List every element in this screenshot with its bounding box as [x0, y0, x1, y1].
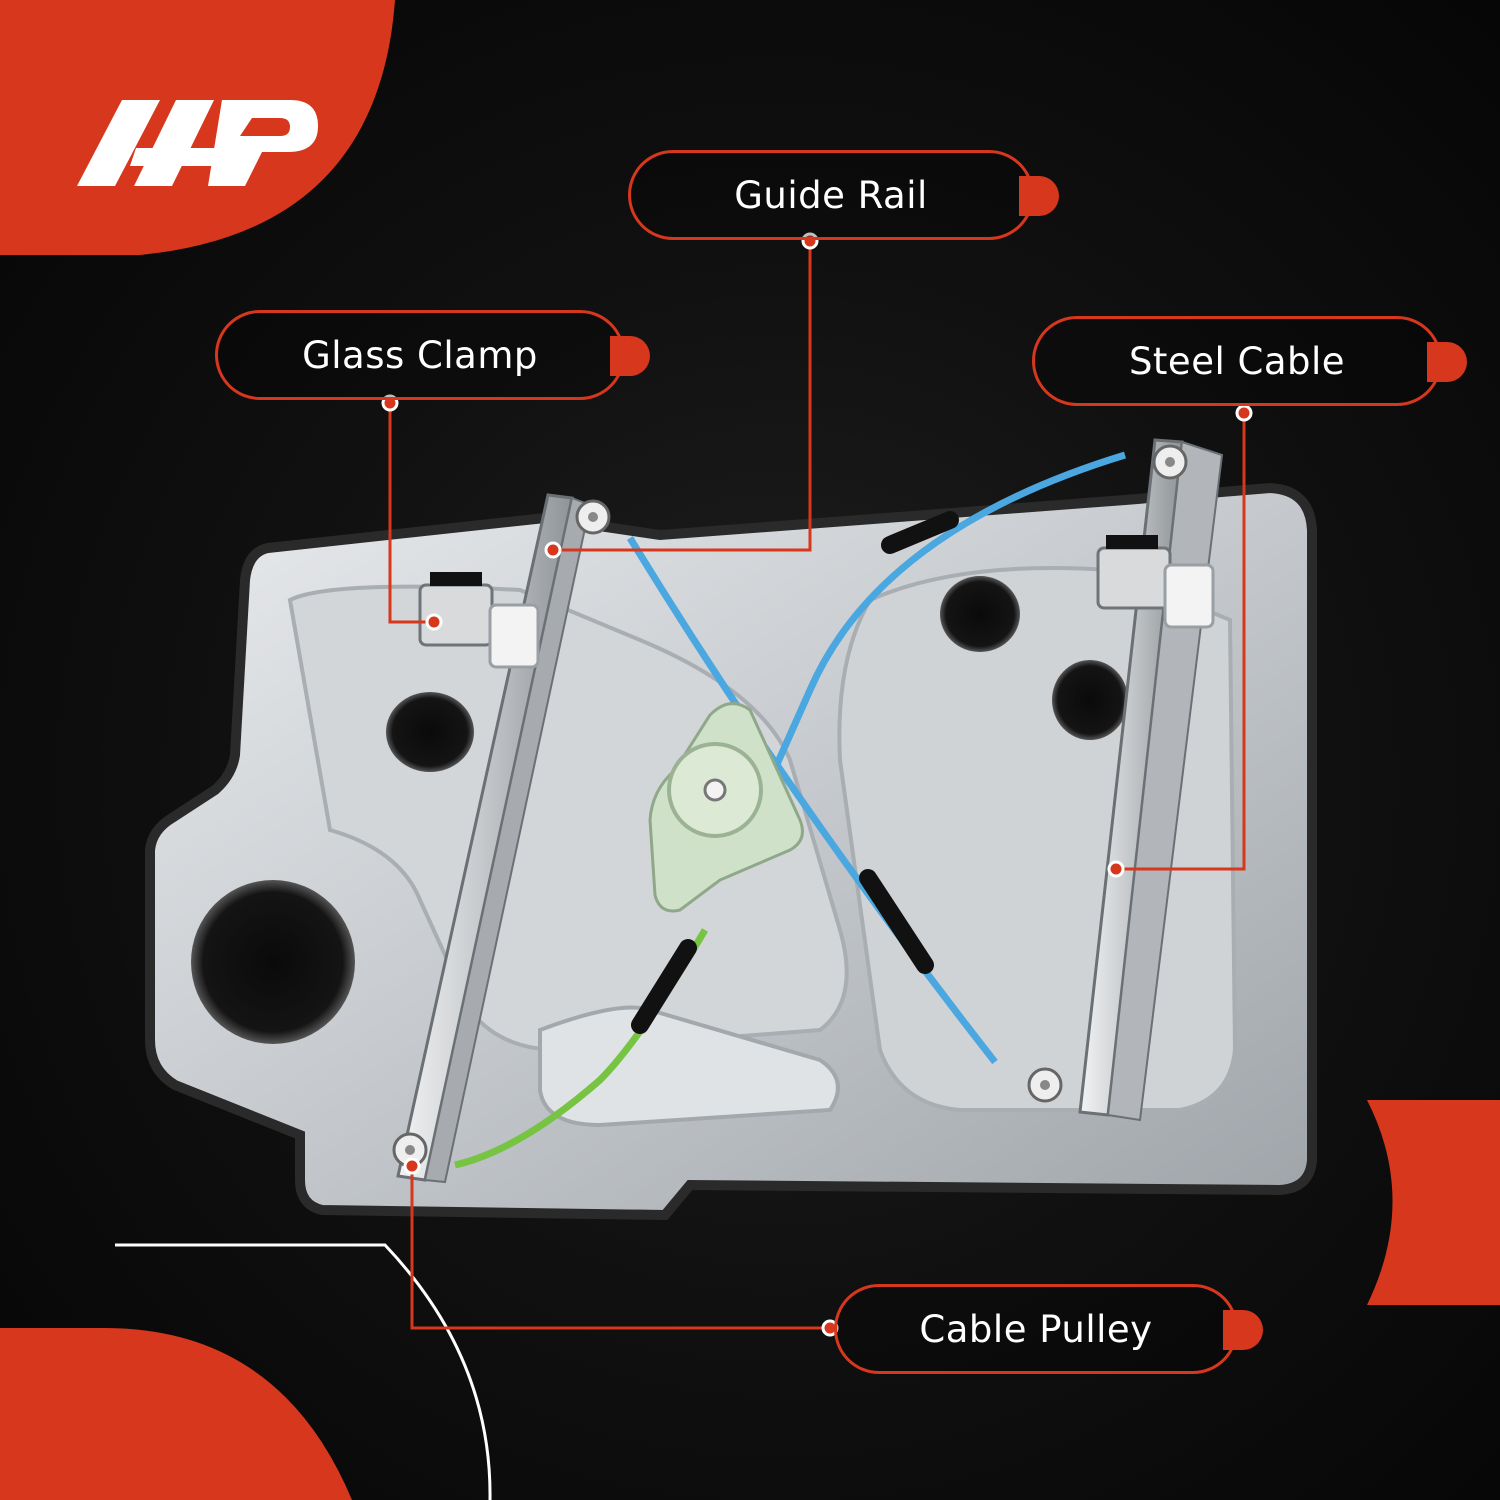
callout-cap — [1223, 1310, 1263, 1350]
callout-cap — [1427, 342, 1467, 382]
leader-glass-clamp — [388, 403, 434, 624]
corner-shape-right — [1367, 1100, 1500, 1305]
leader-cable-pulley — [410, 1166, 830, 1330]
regulator-drum-hub — [703, 778, 727, 802]
access-hole-left — [386, 692, 474, 772]
pulley-top-left — [575, 499, 611, 535]
callout-cable-pulley: Cable Pulley — [834, 1284, 1263, 1374]
access-hole-top-right — [940, 576, 1020, 652]
leader-dots — [381, 232, 1253, 1337]
callout-label: Steel Cable — [1128, 339, 1346, 383]
pulley-top-right — [1152, 444, 1188, 480]
steel-cable-upper-arc — [766, 451, 1127, 782]
cable-sleeve-mid — [859, 869, 934, 974]
glass-clamp-left — [418, 572, 540, 669]
callout-label: Cable Pulley — [919, 1307, 1153, 1351]
leader-steel-cable — [1116, 413, 1246, 871]
callout-cap — [1019, 176, 1059, 216]
access-hole-right — [1052, 660, 1128, 740]
callout-glass-clamp: Glass Clamp — [215, 310, 650, 400]
corner-shape-bottom-left — [0, 1328, 352, 1500]
brand-logo — [77, 100, 318, 186]
cable-sleeve-lower — [631, 939, 697, 1034]
speaker-hole — [191, 880, 355, 1044]
glass-clamp-right — [1096, 535, 1215, 629]
callout-steel-cable: Steel Cable — [1032, 316, 1467, 406]
leader-lines — [388, 241, 1246, 1330]
cable-sleeve-upper — [881, 511, 959, 554]
callout-guide-rail: Guide Rail — [628, 150, 1059, 240]
callout-cap — [610, 336, 650, 376]
pulley-bottom-right — [1027, 1067, 1063, 1103]
callout-label: Glass Clamp — [302, 333, 538, 377]
leader-guide-rail — [553, 241, 812, 552]
corner-arc-outline — [115, 1243, 492, 1500]
steel-cable-upper-cross — [627, 536, 998, 1065]
callout-label: Guide Rail — [734, 173, 928, 217]
